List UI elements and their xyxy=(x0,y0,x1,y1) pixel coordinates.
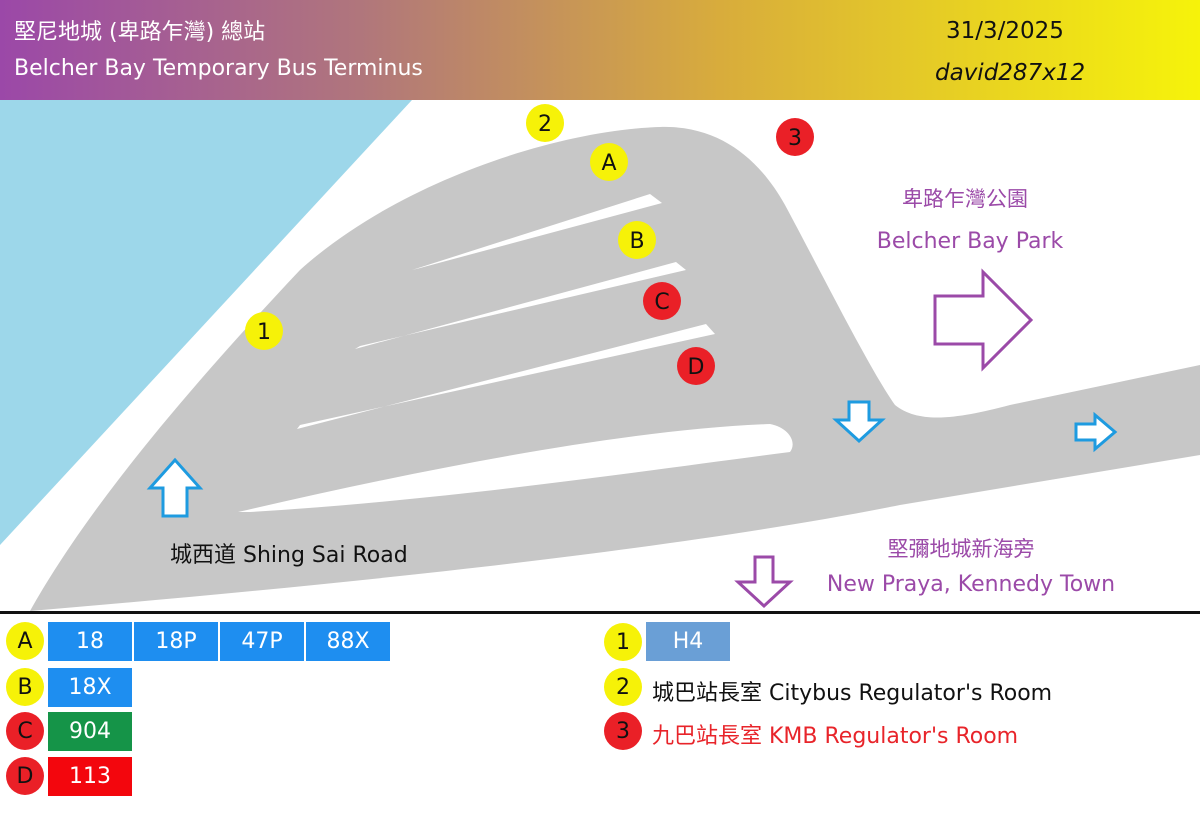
island-2 xyxy=(355,262,686,349)
park-name-english: Belcher Bay Park xyxy=(877,229,1064,254)
citybus-regulator-room-label: 城巴站長室 Citybus Regulator's Room xyxy=(652,681,1053,706)
marker-2: 2 xyxy=(526,104,564,142)
terminus-road xyxy=(30,126,1200,611)
island-4 xyxy=(238,424,793,512)
marker-3: 3 xyxy=(776,118,814,156)
legend-badge-1: 1 xyxy=(604,623,642,661)
legend-badge-2: 2 xyxy=(604,668,642,706)
park-direction-arrow-icon xyxy=(933,268,1034,372)
title-english: Belcher Bay Temporary Bus Terminus xyxy=(14,56,423,81)
kmb-regulator-room-label: 九巴站長室 KMB Regulator's Room xyxy=(652,724,1019,749)
route-chip: 18 xyxy=(48,622,132,661)
route-chip: 113 xyxy=(48,757,132,796)
marker-b-label: B xyxy=(629,229,644,254)
legend-badge-b: B xyxy=(6,668,44,706)
terminus-map: 1 2 3 A B C D 卑路乍灣公園 Belcher Bay Park 城西… xyxy=(0,100,1200,611)
marker-a: A xyxy=(590,143,628,181)
route-chip: 47P xyxy=(220,622,304,661)
legend-badge-3: 3 xyxy=(604,712,642,750)
legend-badge-d: D xyxy=(6,757,44,795)
route-chip: 88X xyxy=(306,622,390,661)
down-arrow-icon xyxy=(832,400,886,444)
marker-c-label: C xyxy=(654,290,669,315)
legend-divider xyxy=(0,611,1200,614)
header-banner: 堅尼地城 (卑路乍灣) 總站 Belcher Bay Temporary Bus… xyxy=(0,0,1200,100)
shing-sai-road-label: 城西道 Shing Sai Road xyxy=(170,543,408,568)
sea-area xyxy=(0,100,412,545)
marker-1: 1 xyxy=(245,312,283,350)
island-3 xyxy=(297,324,715,429)
marker-d: D xyxy=(677,347,715,385)
marker-1-label: 1 xyxy=(257,320,271,345)
praya-direction-arrow-icon xyxy=(734,555,794,609)
route-chip: H4 xyxy=(646,622,730,661)
up-arrow-icon xyxy=(146,457,204,518)
route-chip: 904 xyxy=(48,712,132,751)
marker-3-label: 3 xyxy=(788,126,802,151)
author-label: david287x12 xyxy=(935,60,1086,86)
praya-name-english: New Praya, Kennedy Town xyxy=(827,572,1115,597)
route-chip: 18P xyxy=(134,622,218,661)
marker-b: B xyxy=(618,221,656,259)
marker-2-label: 2 xyxy=(538,112,552,137)
island-1 xyxy=(412,194,662,270)
marker-d-label: D xyxy=(688,355,705,380)
right-arrow-icon xyxy=(1074,411,1118,453)
marker-a-label: A xyxy=(601,151,616,176)
praya-name-chinese: 堅彌地城新海旁 xyxy=(888,537,1035,561)
date-label: 31/3/2025 xyxy=(946,18,1064,44)
park-name-chinese: 卑路乍灣公園 xyxy=(902,187,1028,211)
route-chip: 18X xyxy=(48,668,132,707)
title-chinese: 堅尼地城 (卑路乍灣) 總站 xyxy=(14,20,266,45)
legend-badge-a: A xyxy=(6,622,44,660)
legend-badge-c: C xyxy=(6,712,44,750)
marker-c: C xyxy=(643,282,681,320)
